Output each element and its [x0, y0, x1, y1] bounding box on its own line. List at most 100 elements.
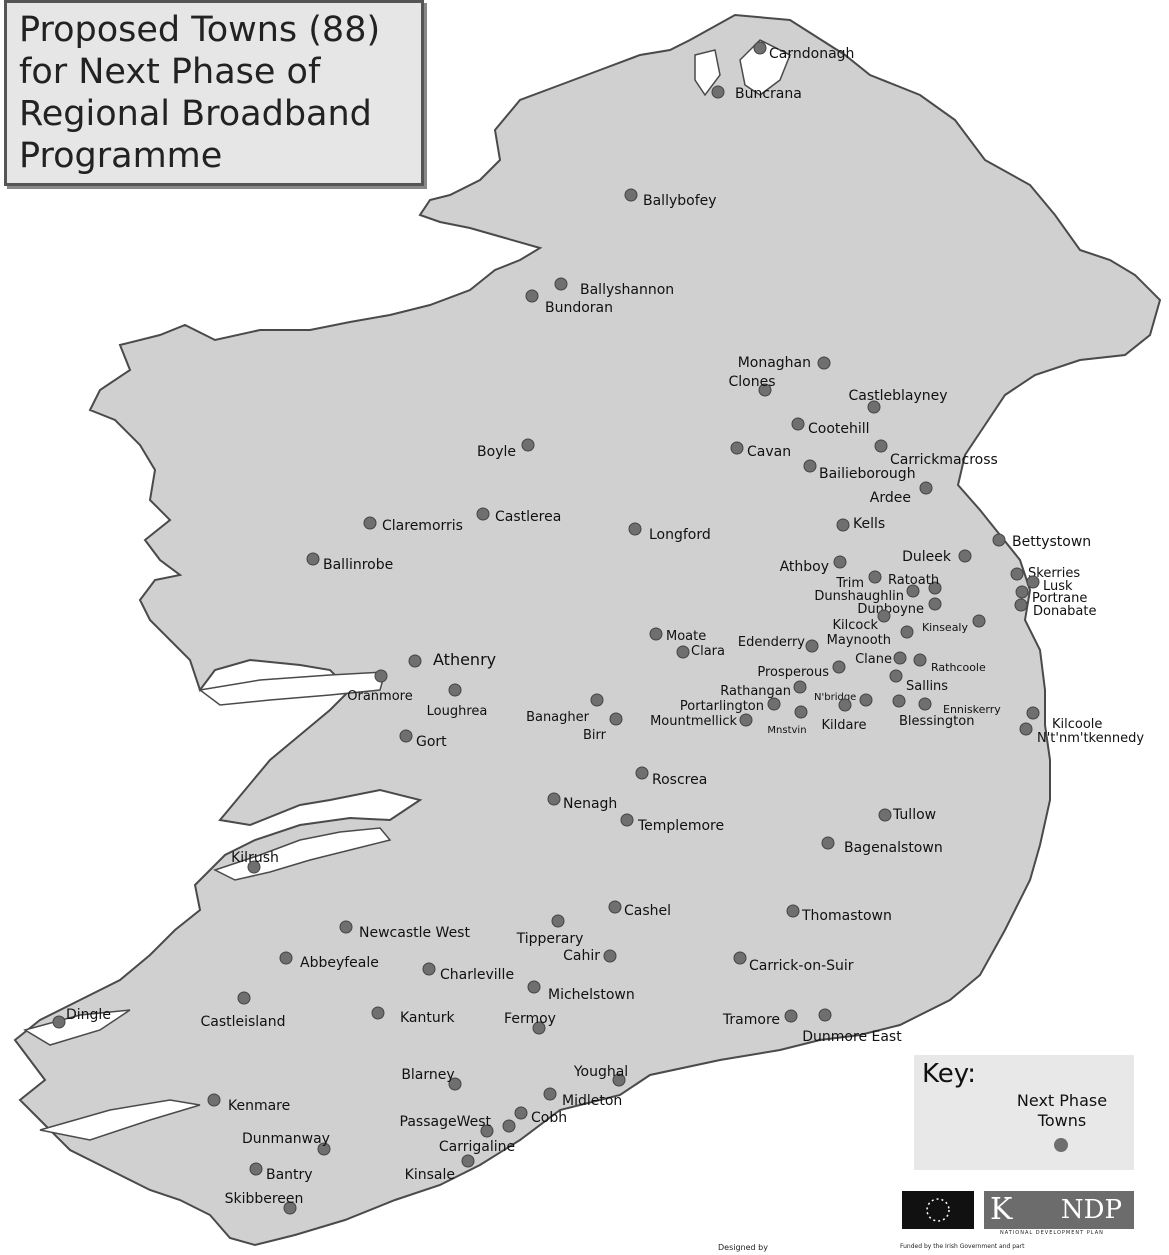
town-label: Maynooth — [827, 633, 891, 648]
title-line-4: Programme — [19, 136, 223, 176]
town-marker: Kanturk — [371, 1006, 456, 1026]
towns-layer: CarndonaghBuncranaBallybofeyBallyshannon… — [52, 41, 1144, 1215]
town-marker: Trim — [835, 570, 882, 591]
town-label: Ardee — [870, 490, 911, 506]
town-marker: Clara — [676, 644, 725, 659]
town-label: Bagenalstown — [844, 840, 943, 856]
town-marker: Newcastle West — [339, 920, 470, 941]
town-marker: Dunmanway — [242, 1131, 331, 1156]
town-marker: Abbeyfeale — [279, 951, 379, 971]
town-label: Carrigaline — [439, 1139, 515, 1155]
town-dot-icon — [859, 693, 873, 707]
bantry-bay — [39, 1099, 201, 1141]
town-label: Tipperary — [516, 931, 584, 947]
town-dot-icon — [818, 1008, 832, 1022]
town-dot-icon — [408, 654, 422, 668]
town-dot-icon — [649, 627, 663, 641]
town-label: Cashel — [624, 903, 671, 919]
town-marker: Kilcoole — [1026, 706, 1102, 732]
town-label: Carrick-on-Suir — [749, 958, 854, 974]
town-dot-icon — [794, 705, 808, 719]
town-dot-icon — [892, 694, 906, 708]
town-label: Nenagh — [563, 796, 617, 812]
town-marker: Maynooth — [827, 625, 914, 648]
town-dot-icon — [525, 289, 539, 303]
town-label: Gort — [416, 734, 447, 750]
town-label: Kinsealy — [922, 621, 969, 634]
town-dot-icon — [1026, 706, 1040, 720]
town-dot-icon — [874, 439, 888, 453]
town-label: Mountmellick — [650, 714, 737, 729]
town-dot-icon — [603, 949, 617, 963]
town-dot-icon — [363, 516, 377, 530]
town-label: Kinsale — [405, 1167, 455, 1183]
town-label: Mnstvin — [767, 725, 806, 736]
town-label: Roscrea — [652, 772, 707, 788]
town-marker: Monaghan — [738, 355, 831, 371]
town-label: Ballybofey — [643, 193, 717, 209]
town-dot-icon — [867, 400, 881, 414]
town-label: Buncrana — [735, 86, 802, 102]
town-dot-icon — [448, 1077, 462, 1091]
town-dot-icon — [958, 549, 972, 563]
town-dot-icon — [532, 1021, 546, 1035]
town-dot-icon — [878, 808, 892, 822]
town-marker: Carrickmacross — [874, 439, 998, 468]
town-label: Dunboyne — [857, 602, 924, 617]
town-marker: Sallins — [889, 669, 948, 694]
town-label: Kilrush — [231, 850, 279, 866]
town-label: Oranmore — [347, 689, 412, 704]
town-marker: Cahir — [563, 948, 617, 964]
town-dot-icon — [793, 680, 807, 694]
town-label: Castleblayney — [848, 388, 947, 404]
town-dot-icon — [249, 1162, 263, 1176]
town-label: Athenry — [433, 650, 496, 669]
town-dot-icon — [52, 1015, 66, 1029]
eu-flag-logo — [902, 1191, 974, 1229]
town-dot-icon — [624, 188, 638, 202]
town-dot-icon — [543, 1087, 557, 1101]
town-label: Dingle — [66, 1007, 111, 1023]
town-marker: Youghal — [573, 1064, 628, 1087]
funded-by-text: Funded by the Irish Government and part — [900, 1243, 1025, 1250]
town-dot-icon — [836, 518, 850, 532]
town-label: Edenderry — [738, 635, 805, 650]
town-dot-icon — [739, 713, 753, 727]
town-dot-icon — [448, 683, 462, 697]
town-dot-icon — [786, 904, 800, 918]
town-label: Clara — [691, 644, 725, 659]
ndp-logo-text: NDP — [1060, 1195, 1122, 1225]
town-marker: Rathangan — [720, 680, 807, 699]
town-dot-icon — [838, 698, 852, 712]
town-label: Enniskerry — [943, 703, 1001, 716]
town-marker: Dingle — [52, 1007, 111, 1029]
town-dot-icon — [1019, 722, 1033, 736]
town-marker: Bagenalstown — [821, 836, 943, 856]
town-dot-icon — [889, 669, 903, 683]
town-marker: Portarlington — [680, 697, 781, 714]
town-label: Tramore — [722, 1012, 780, 1028]
town-label: Kildare — [821, 718, 866, 733]
town-label: Dunmanway — [242, 1131, 330, 1147]
town-marker: Athboy — [780, 555, 847, 575]
town-marker: Athenry — [408, 650, 496, 669]
town-dot-icon — [833, 555, 847, 569]
town-marker: Ballinrobe — [306, 552, 393, 573]
town-marker: Birr — [583, 712, 623, 743]
town-label: Kenmare — [228, 1098, 290, 1114]
town-marker: Castlerea — [476, 507, 561, 525]
town-label: Monaghan — [738, 355, 811, 371]
lough-foyle — [739, 39, 791, 96]
town-marker: Tipperary — [516, 914, 584, 947]
town-dot-icon — [913, 653, 927, 667]
town-marker: Fermoy — [504, 1011, 556, 1035]
town-marker: Ballybofey — [624, 188, 717, 209]
town-marker: Midleton — [543, 1087, 622, 1109]
town-label: Castlerea — [495, 509, 561, 525]
town-label: Kells — [853, 516, 885, 532]
town-label: Trim — [835, 576, 864, 591]
town-dot-icon — [928, 597, 942, 611]
town-dot-icon — [1015, 585, 1029, 599]
town-dot-icon — [371, 1006, 385, 1020]
town-label: Portrane — [1032, 591, 1087, 606]
